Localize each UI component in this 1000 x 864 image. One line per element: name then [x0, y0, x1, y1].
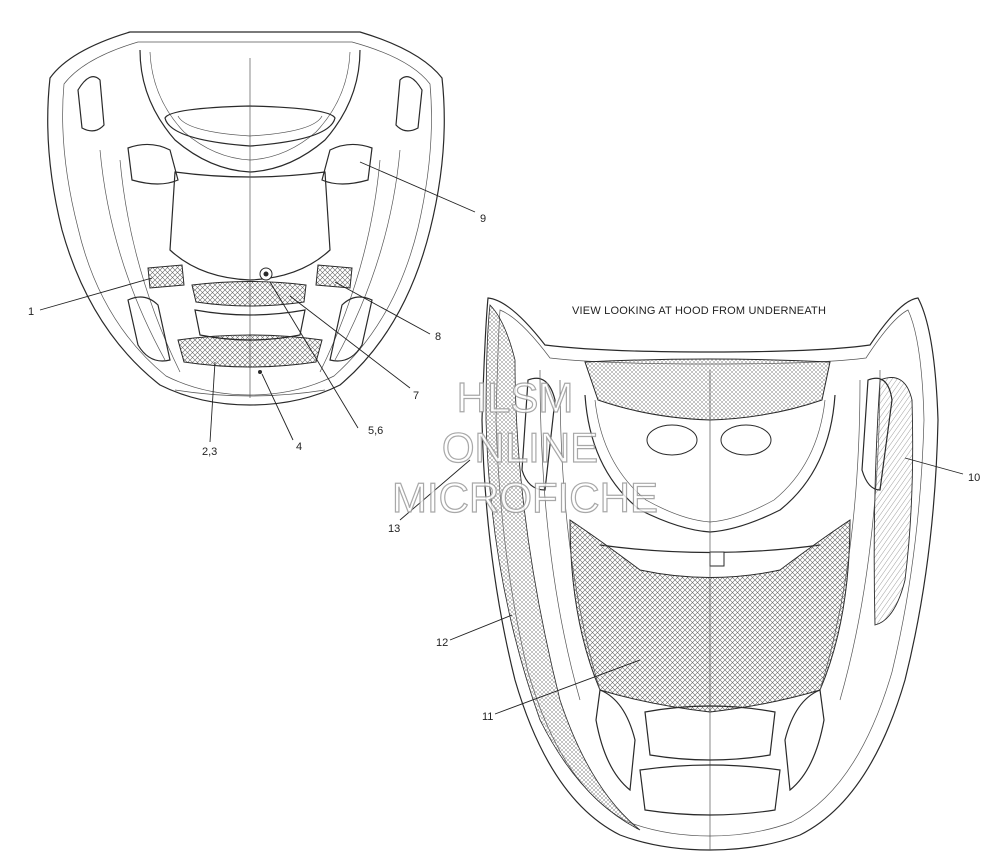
- hood-underside-view: [481, 297, 939, 851]
- callout-11: 11: [482, 711, 493, 723]
- callout-9: 9: [480, 213, 486, 225]
- callout-7: 7: [413, 390, 419, 402]
- watermark-line-2: ONLINE: [442, 424, 598, 471]
- watermark-line-1: HLSM: [457, 374, 574, 421]
- callout-12: 12: [436, 637, 448, 649]
- callout-8: 8: [435, 331, 441, 343]
- callout-1: 1: [28, 306, 34, 318]
- watermark: HLSM ONLINE MICROFICHE: [391, 373, 658, 521]
- callout-13: 13: [388, 523, 400, 535]
- callout-4: 4: [296, 441, 302, 453]
- callout-5-6: 5,6: [368, 425, 383, 437]
- view-title: VIEW LOOKING AT HOOD FROM UNDERNEATH: [572, 305, 826, 317]
- callout-labels: 1 2,3 4 5,6 7 8 9 10 11 12 13: [28, 213, 980, 723]
- watermark-line-3: MICROFICHE: [392, 474, 658, 521]
- callout-2-3: 2,3: [202, 446, 217, 458]
- hood-top-view: [47, 31, 445, 406]
- leader-lines: [39, 161, 964, 715]
- callout-10: 10: [968, 472, 980, 484]
